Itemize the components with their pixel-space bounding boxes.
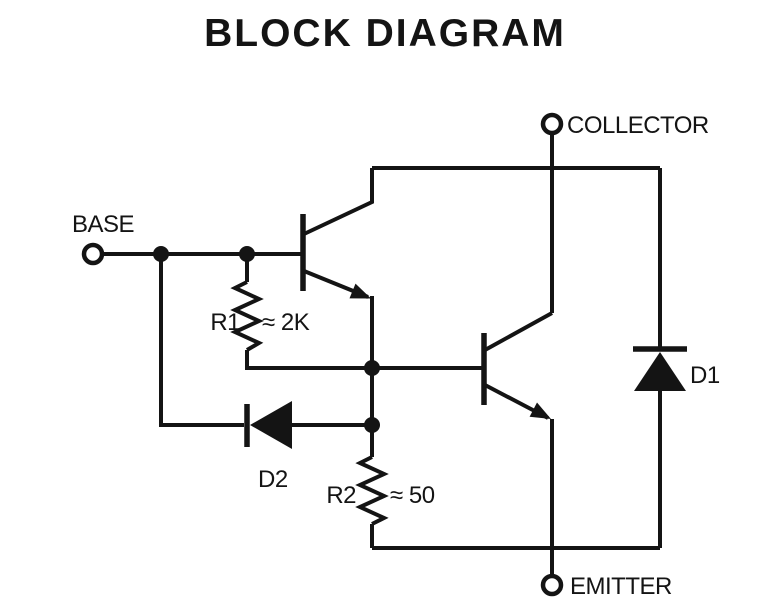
resistor-r1: R1 ≈ 2K [210, 280, 310, 352]
r1-value: ≈ 2K [262, 309, 310, 336]
base-terminal-label: BASE [72, 211, 134, 238]
q1-collector-lead [303, 168, 374, 236]
r1-label: R1 [210, 309, 240, 336]
q1-emitter-arrow-icon [349, 283, 371, 299]
emitter-terminal-circle [540, 573, 564, 597]
d1-triangle-icon [634, 352, 686, 391]
junction-dot [364, 360, 380, 376]
diode-d2: D2 [244, 401, 292, 493]
resistor-r2: R2 ≈ 50 [326, 455, 435, 526]
r2-label: R2 [326, 482, 356, 509]
emitter-terminal: EMITTER [540, 573, 672, 600]
r1-zigzag [230, 280, 264, 352]
q2-emitter-arrow-icon [529, 402, 551, 419]
collector-terminal-circle [540, 112, 564, 136]
collector-terminal: COLLECTOR [540, 112, 709, 139]
transistor-q1 [300, 168, 374, 299]
base-to-d2-wire [159, 254, 244, 427]
d2-label: D2 [258, 466, 288, 493]
junction-dot [239, 246, 255, 262]
d1-label: D1 [690, 362, 720, 389]
diagram-title: BLOCK DIAGRAM [204, 12, 566, 55]
emitter-terminal-label: EMITTER [570, 573, 672, 600]
diode-d1: D1 [633, 168, 720, 548]
d2-triangle-icon [250, 401, 292, 449]
wires [102, 133, 660, 576]
base-terminal-circle [81, 242, 105, 266]
junction-dot [364, 417, 380, 433]
base-terminal: BASE [72, 211, 135, 266]
q2-collector-lead [484, 311, 553, 352]
collector-terminal-label: COLLECTOR [567, 112, 709, 139]
r2-zigzag [355, 455, 389, 526]
junction-dot [153, 246, 169, 262]
r1-bottom-wire [245, 350, 372, 370]
r2-value: ≈ 50 [390, 482, 435, 509]
transistor-q2 [481, 311, 553, 420]
junction-dots [153, 246, 380, 433]
